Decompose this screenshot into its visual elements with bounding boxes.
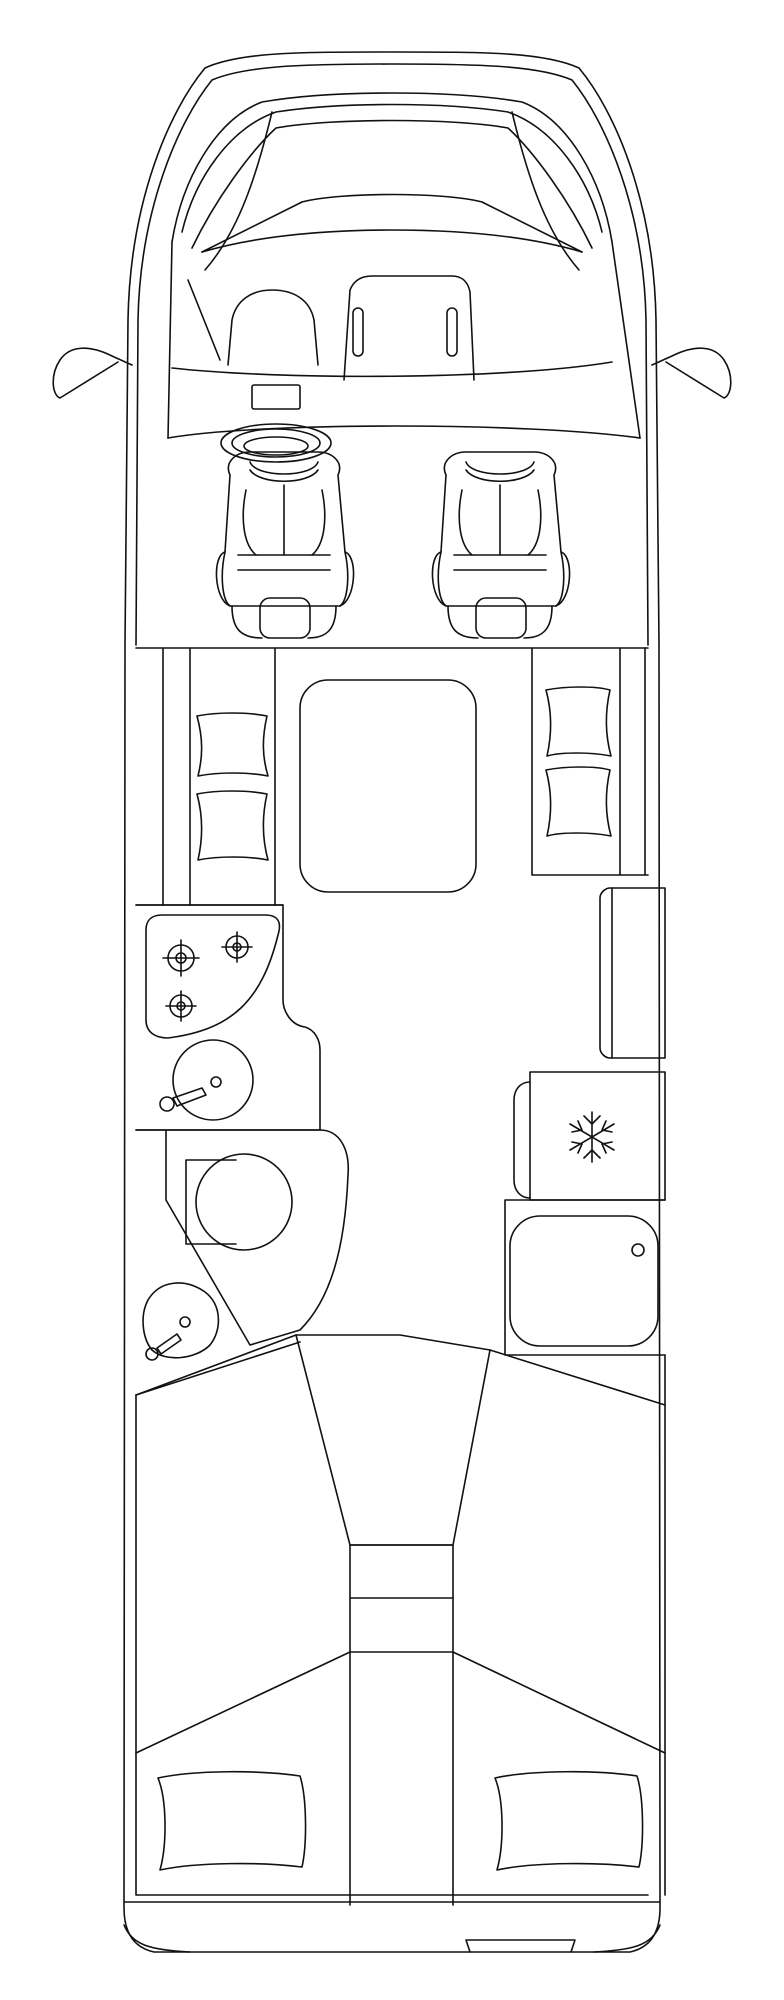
rear-corner-right (593, 1924, 661, 1953)
right-bench-wall (531, 647, 649, 876)
dashboard-top (171, 361, 613, 378)
cab-zone (52, 92, 732, 649)
cushion-icon (196, 790, 269, 861)
snowflake-icon (569, 1111, 615, 1163)
toilet-recess (185, 1159, 237, 1245)
a-pillar-left (187, 279, 221, 361)
hood-seam-left (204, 111, 273, 271)
shower-tray-icon (509, 1215, 659, 1347)
wash-basin (142, 1282, 220, 1359)
stove-burner-icon (162, 939, 200, 977)
dinette-zone (135, 647, 649, 906)
bed-divider-left (135, 1334, 297, 1396)
dash-left-edge (167, 241, 173, 439)
mirror-left (52, 347, 133, 399)
faucet-icon (145, 1316, 191, 1361)
console-vent-right (446, 307, 458, 357)
bed-divider-right (489, 1349, 666, 1406)
fridge-door (513, 1081, 531, 1199)
rear-corner-left (123, 1924, 191, 1953)
side-cabinet (599, 887, 666, 1059)
washroom-floor-line (135, 1341, 301, 1396)
shower-wall (504, 1199, 666, 1356)
hood-outer (171, 92, 613, 243)
shower-drain (631, 1243, 645, 1257)
toilet-icon (195, 1153, 293, 1251)
wardrobe-zone (135, 1334, 666, 1906)
body-inner-line (135, 63, 649, 646)
right-storage-zone (599, 887, 666, 1059)
center-console (343, 275, 475, 381)
cowl (201, 193, 583, 253)
steering-column (251, 384, 301, 410)
fridge-zone (513, 1071, 666, 1201)
cushion-icon (545, 766, 612, 837)
bed-right-headboard-line (452, 1651, 666, 1754)
mirror-right (651, 347, 732, 399)
body-outline (123, 51, 661, 1953)
dinette-table (299, 679, 477, 893)
washroom-wall (135, 1129, 350, 1346)
fridge (529, 1071, 666, 1201)
center-step-line (349, 1597, 454, 1653)
vehicle-body (123, 51, 661, 1953)
hood-mid (181, 103, 603, 233)
dash-right-edge (611, 241, 641, 439)
center-step-box (349, 1544, 454, 1906)
cushion-icon (196, 712, 269, 777)
faucet-icon (159, 1076, 222, 1112)
dashboard-bottom (167, 425, 641, 439)
steering-wheel-icon (220, 423, 332, 463)
shower-zone (504, 1199, 666, 1356)
console-vent-left (352, 307, 364, 357)
kitchen-counter (135, 904, 321, 1131)
stove-top (145, 914, 281, 1039)
windshield (201, 229, 583, 253)
pillow-icon (494, 1770, 644, 1871)
hood-seam-right (511, 111, 580, 271)
left-bench-wall (162, 647, 276, 906)
kitchen-zone (135, 904, 321, 1131)
passenger-seat (431, 451, 571, 639)
hood-inner (191, 119, 593, 249)
stove-burner-icon (221, 931, 253, 963)
washroom-zone (135, 1129, 350, 1396)
rear-bumper-step (465, 1939, 576, 1953)
cushion-icon (545, 686, 612, 757)
wardrobe-outline (295, 1334, 491, 1546)
bedroom-zone (135, 1354, 666, 1896)
pillow-icon (157, 1770, 307, 1871)
bed-left-headboard-line (135, 1651, 351, 1754)
driver-seat (215, 451, 355, 639)
sink-icon (172, 1039, 254, 1121)
bed-frame (135, 1394, 649, 1896)
driver-cluster (227, 289, 319, 366)
stove-burner-icon (165, 990, 197, 1022)
